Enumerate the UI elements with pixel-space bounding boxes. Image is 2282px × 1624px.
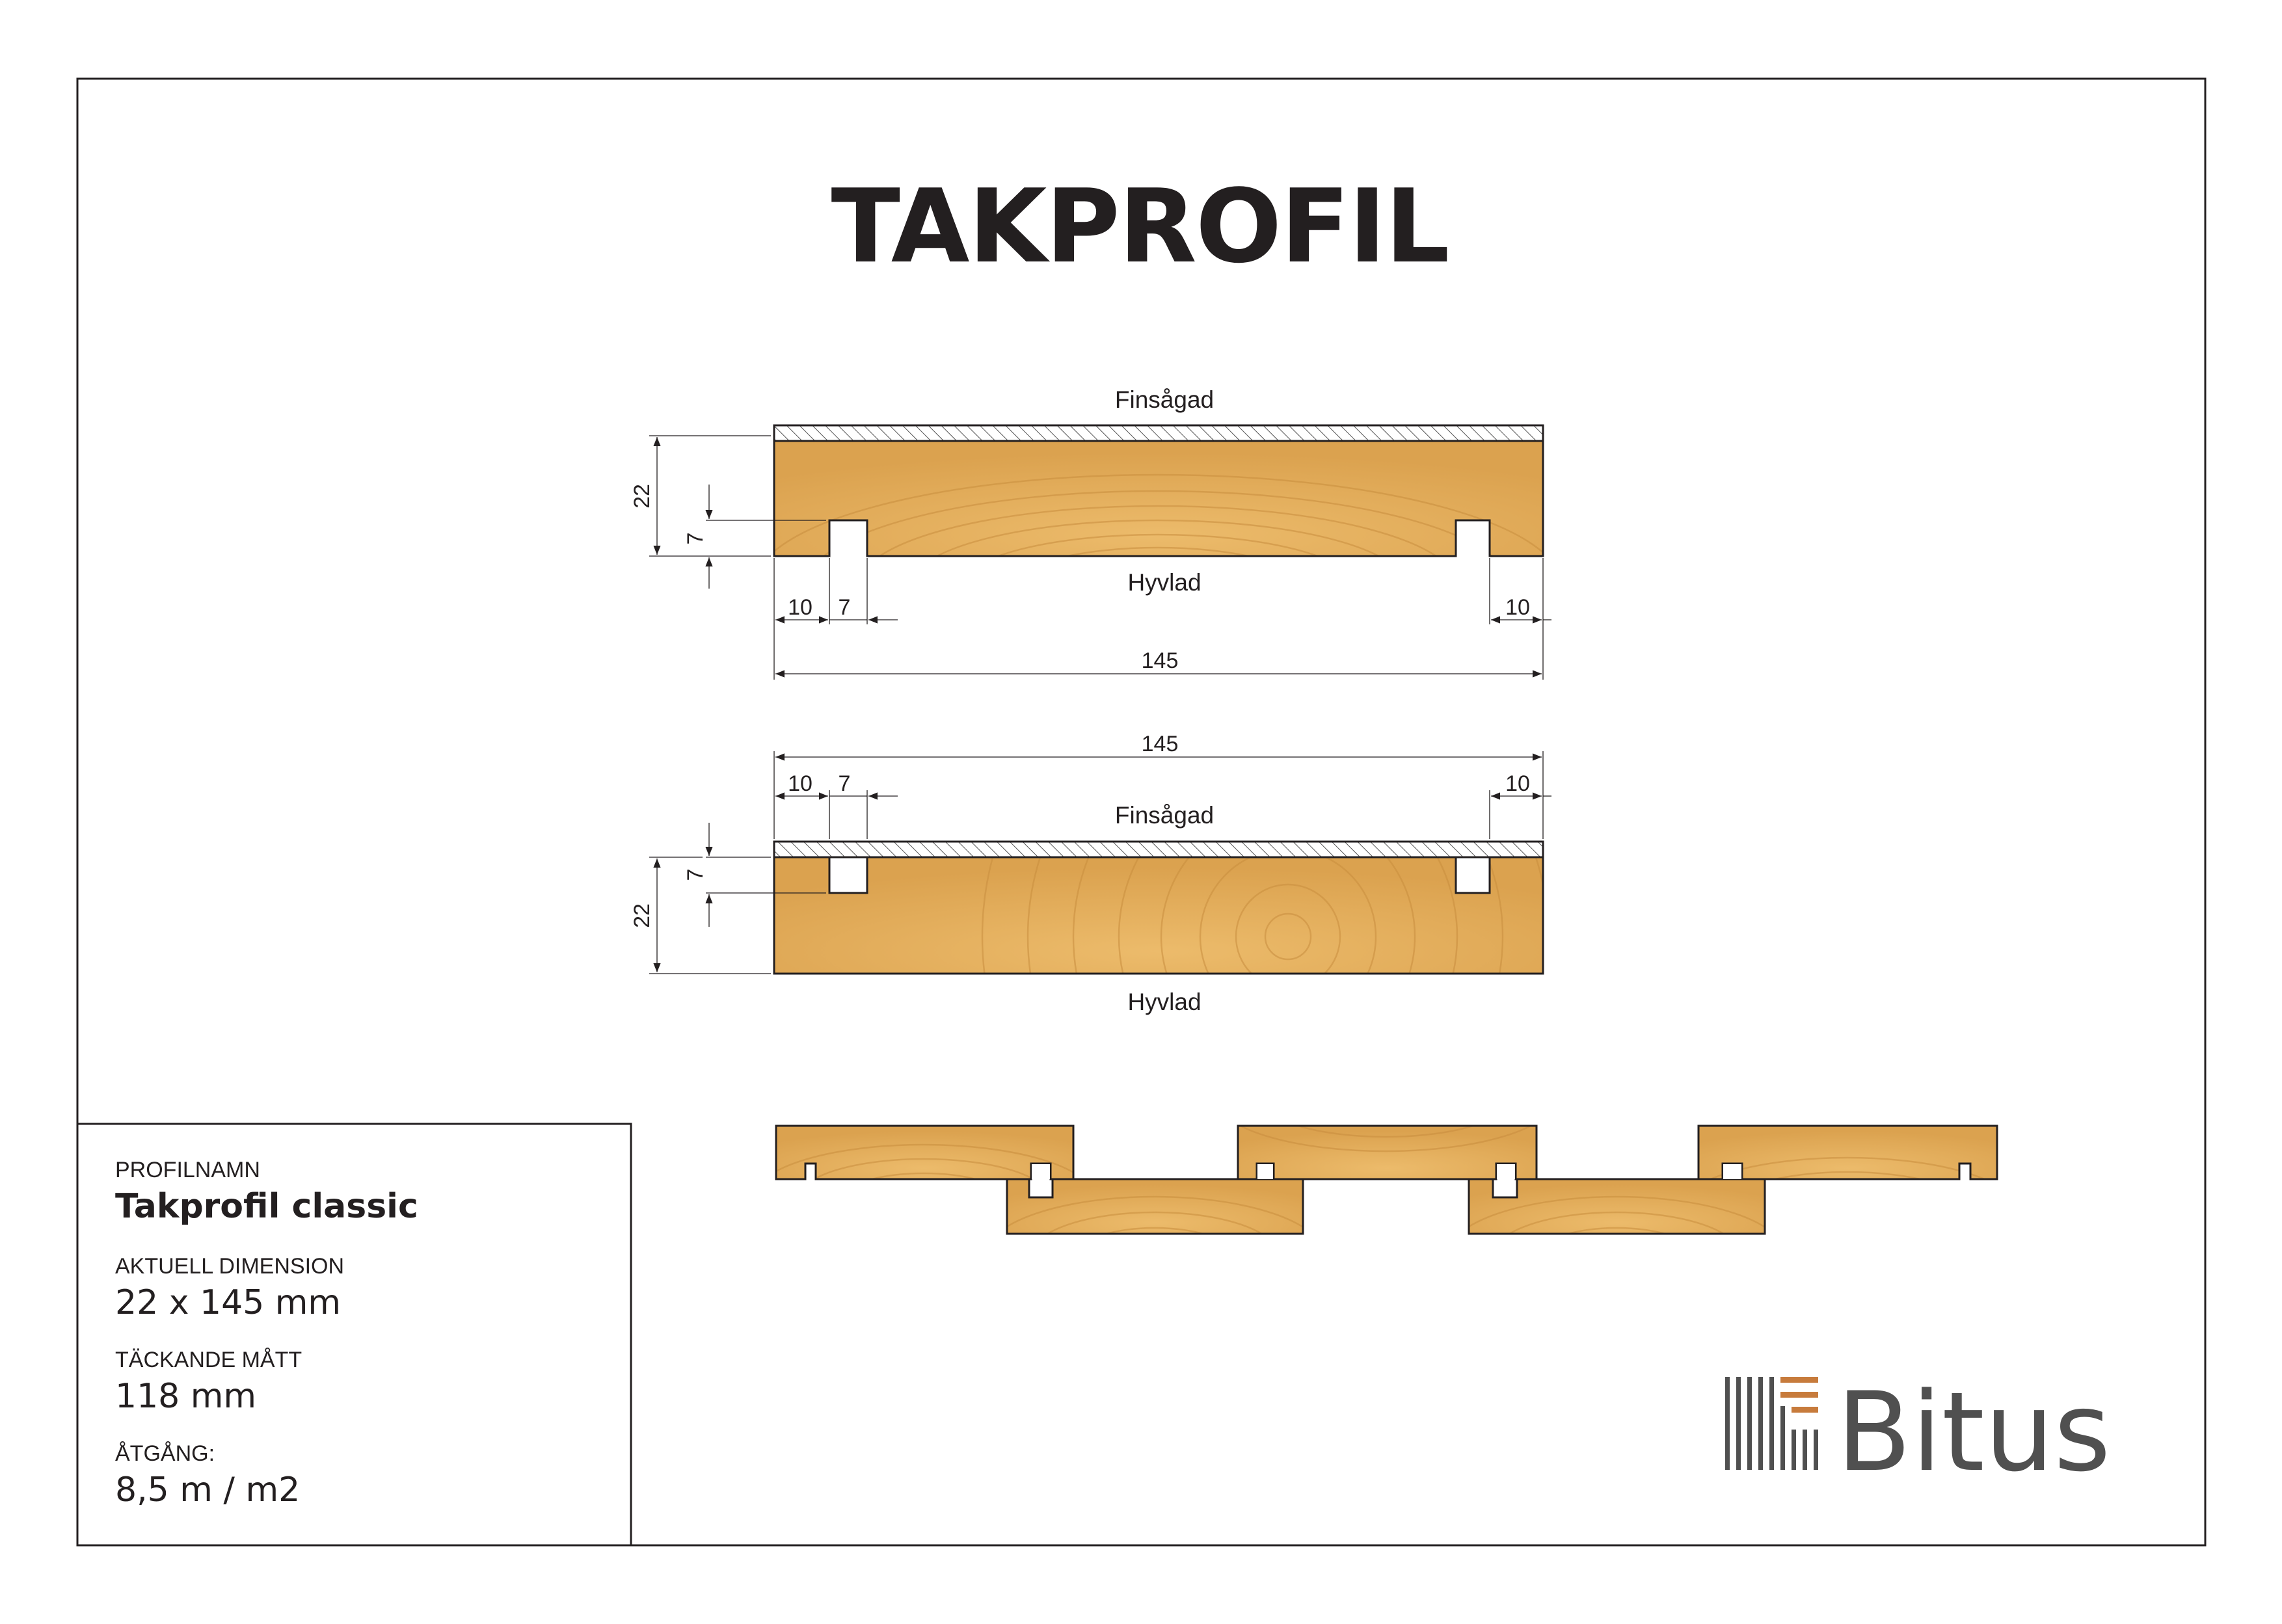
profile-1-edge-right-value: 10	[1505, 595, 1530, 620]
profile-1-groove-width-value: 7	[839, 595, 851, 620]
page-title: TAKPROFIL	[831, 167, 1448, 286]
profile-2-outline	[773, 856, 1544, 975]
profile-2-wood	[774, 857, 1543, 974]
profile-2-edge-right-value: 10	[1505, 771, 1530, 796]
profile-1-top-label: Finsågad	[1115, 386, 1214, 413]
profile-2-groove-depth-value: 7	[683, 869, 708, 881]
profile-name-value: Takprofil classic	[115, 1187, 418, 1226]
dimension-label: AKTUELL DIMENSION	[115, 1254, 344, 1279]
upper-board-2	[1237, 1125, 1538, 1180]
profile-1-hatch-layer	[773, 424, 1544, 442]
profile-2-width-value: 145	[1142, 732, 1179, 756]
consumption-label: ÅTGÅNG:	[115, 1441, 215, 1466]
bitus-logo: Bitus	[1725, 1368, 2111, 1496]
bitus-logo-mark-icon	[1725, 1377, 1818, 1470]
profile-1-groove-depth-value: 7	[683, 533, 708, 545]
coverage-value: 118 mm	[115, 1377, 256, 1416]
brand-name: Bitus	[1836, 1368, 2111, 1496]
profile-2-height-value: 22	[630, 903, 654, 928]
info-block: PROFILNAMN Takprofil classic AKTUELL DIM…	[115, 1158, 418, 1510]
info-box-border	[77, 1123, 632, 1545]
coverage-label: TÄCKANDE MÅTT	[115, 1348, 302, 1372]
profile-2-bottom-label: Hyvlad	[1127, 989, 1201, 1015]
profile-2: Finsågad Hyvlad 145 10 7 10 7 22	[630, 732, 1551, 1015]
profile-1: Finsågad Hyvlad 22 7 10 7 10 145	[630, 386, 1551, 680]
sheet-border	[76, 77, 2207, 1547]
profile-2-groove-width-value: 7	[839, 771, 851, 796]
profile-1-width-value: 145	[1142, 648, 1179, 673]
profile-name-label: PROFILNAMN	[115, 1158, 260, 1182]
profile-1-height-value: 22	[630, 484, 654, 509]
profile-1-edge-left-value: 10	[788, 595, 812, 620]
profile-1-outline	[773, 440, 1544, 557]
bitus-logo-accent-icon	[1780, 1377, 1818, 1413]
profile-2-grain	[981, 857, 1543, 974]
dimension-value: 22 x 145 mm	[115, 1283, 341, 1322]
profile-2-top-label: Finsågad	[1115, 802, 1214, 829]
profile-1-wood	[774, 441, 1543, 556]
profile-2-edge-left-value: 10	[788, 771, 812, 796]
upper-board-1	[775, 1125, 1075, 1180]
consumption-value: 8,5 m / m2	[115, 1471, 300, 1510]
profile-1-grain	[774, 473, 1543, 556]
profile-1-bottom-label: Hyvlad	[1127, 569, 1201, 596]
upper-board-3	[1697, 1125, 1998, 1180]
mounting-illustration	[775, 1125, 1998, 1235]
profile-2-hatch-layer	[773, 840, 1544, 859]
